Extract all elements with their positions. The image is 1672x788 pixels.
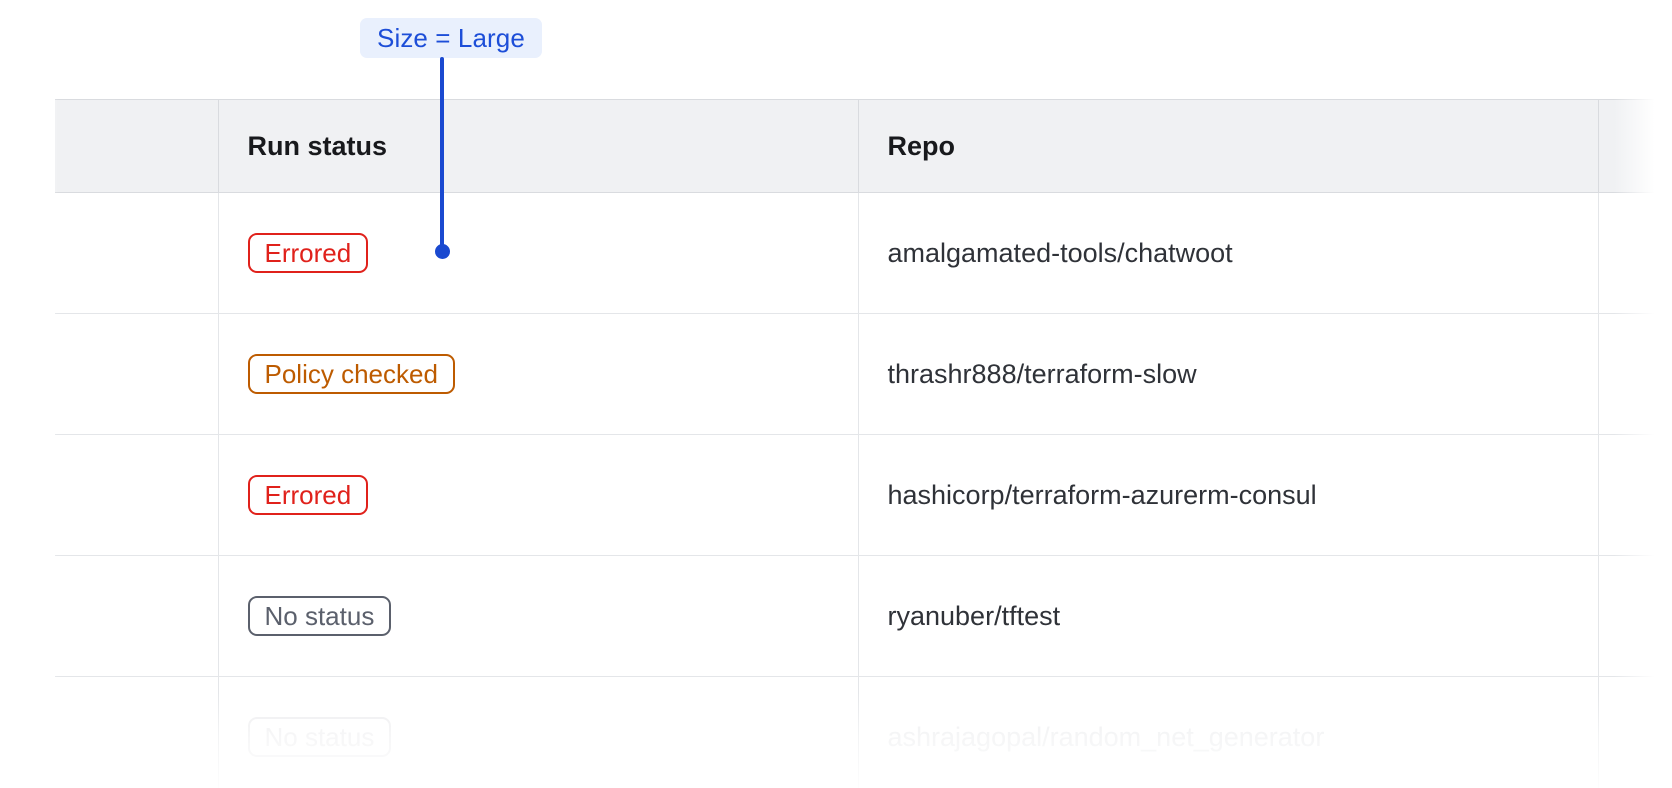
column-header-run-status[interactable]: Run status [218,99,859,193]
runs-table: Run status Repo Errored amalgamated-tools… [55,99,1672,788]
column-header-repo[interactable]: Repo [858,99,1599,193]
column-header-spacer [55,99,219,193]
repo-link[interactable]: ashrajagopal/random_net_generator [887,721,1325,752]
row-tail-cell [1598,676,1672,788]
size-annotation-label: Size = Large [377,23,525,53]
run-status-cell-inner: No status [219,596,858,636]
row-tail-cell [1598,555,1672,677]
table-row[interactable]: Errored hashicorp/terraform-azurerm-consu… [55,434,1672,556]
status-badge[interactable]: No status [247,596,392,636]
repo-link[interactable]: hashicorp/terraform-azurerm-consul [887,479,1317,510]
cell-run-status: Errored [218,192,859,314]
cell-run-status: No status [218,676,859,788]
column-header-repo-label: Repo [887,130,956,161]
cell-repo: thrashr888/terraform-slow [858,313,1599,435]
runs-table-container: Run status Repo Errored amalgamated-tools… [0,99,1672,788]
table-row[interactable]: Policy checked thrashr888/terraform-slow [55,313,1672,435]
table-header: Run status Repo [55,99,1672,193]
cell-run-status: Errored [218,434,859,556]
row-spacer-cell [55,192,219,314]
row-spacer-cell [55,555,219,677]
table-header-row: Run status Repo [55,99,1672,193]
cell-repo: ashrajagopal/random_net_generator [858,676,1599,788]
cell-repo: hashicorp/terraform-azurerm-consul [858,434,1599,556]
cell-run-status: No status [218,555,859,677]
repo-link[interactable]: amalgamated-tools/chatwoot [887,237,1233,268]
column-header-run-status-label: Run status [247,130,388,161]
row-spacer-cell [55,434,219,556]
table-row[interactable]: No status ryanuber/tftest [55,555,1672,677]
row-tail-cell [1598,434,1672,556]
size-annotation-badge[interactable]: Size = Large [360,18,542,58]
status-badge[interactable]: No status [247,717,392,757]
row-spacer-cell [55,676,219,788]
row-spacer-cell [55,313,219,435]
column-header-tail [1598,99,1672,193]
cell-repo: amalgamated-tools/chatwoot [858,192,1599,314]
status-badge[interactable]: Errored [247,233,369,273]
cell-run-status: Policy checked [218,313,859,435]
repo-link[interactable]: ryanuber/tftest [887,600,1061,631]
repo-link[interactable]: thrashr888/terraform-slow [887,358,1197,389]
status-badge[interactable]: Errored [247,475,369,515]
status-badge[interactable]: Policy checked [247,354,455,394]
row-tail-cell [1598,192,1672,314]
run-status-cell-inner: Errored [219,475,858,515]
run-status-cell-inner: Policy checked [219,354,858,394]
cell-repo: ryanuber/tftest [858,555,1599,677]
table-row[interactable]: No status ashrajagopal/random_net_generat… [55,676,1672,788]
row-tail-cell [1598,313,1672,435]
run-status-cell-inner: Errored [219,233,858,273]
table-row[interactable]: Errored amalgamated-tools/chatwoot [55,192,1672,314]
run-status-cell-inner: No status [219,717,858,757]
